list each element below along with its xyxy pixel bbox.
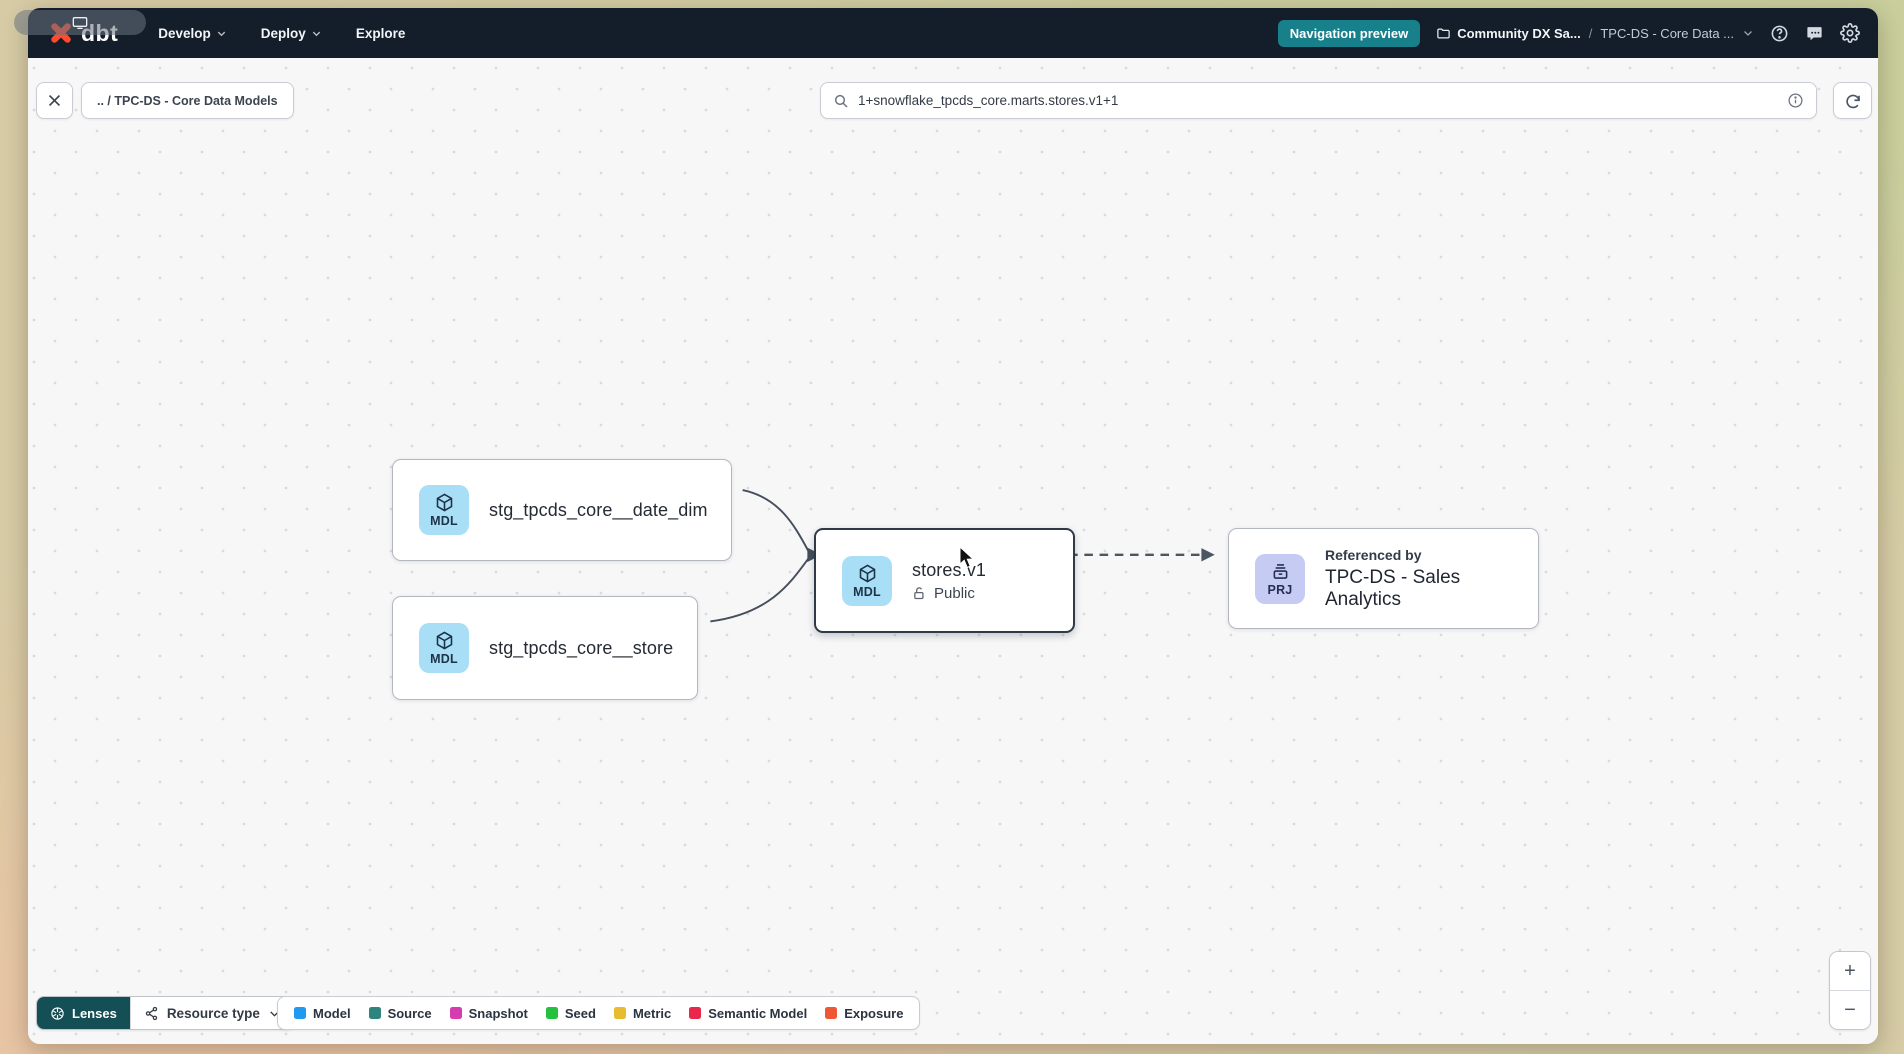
referenced-by-label: Referenced by <box>1325 546 1422 563</box>
feedback-icon[interactable] <box>1805 24 1824 43</box>
exposure-swatch <box>825 1007 838 1019</box>
cube-icon <box>436 493 452 512</box>
model-swatch <box>294 1007 306 1019</box>
breadcrumb-page[interactable]: TPC-DS - Core Data ... <box>1600 25 1734 41</box>
navigation-preview-badge[interactable]: Navigation preview <box>1277 19 1421 47</box>
refresh-lineage-button[interactable] <box>1833 82 1872 119</box>
model-badge: MDL <box>842 555 892 606</box>
footer-controls: Lenses Resource type <box>36 996 295 1030</box>
unlock-icon <box>912 586 927 601</box>
metric-swatch <box>613 1007 626 1019</box>
selector-input[interactable] <box>858 93 1778 108</box>
semantic-model-swatch <box>689 1007 702 1019</box>
lineage-path-chip[interactable]: .. / TPC-DS - Core Data Models <box>81 82 294 119</box>
node-title: stg_tpcds_core__date_dim <box>489 499 708 520</box>
refresh-icon <box>1845 94 1860 108</box>
node-title: TPC-DS - Sales Analytics <box>1325 566 1461 610</box>
breadcrumb-project[interactable]: Community DX Sa... <box>1436 26 1581 41</box>
nav-item-develop[interactable]: Develop <box>158 26 227 41</box>
legend-item-exposure: Exposure <box>825 1006 903 1021</box>
screen-share-indicator <box>14 10 146 35</box>
snapshot-swatch <box>449 1007 462 1019</box>
nav-menu: Develop Deploy Explore <box>158 26 405 41</box>
node-stg-tpcds-core-date-dim[interactable]: MDL stg_tpcds_core__date_dim <box>392 459 732 561</box>
resource-graph-icon <box>145 1006 157 1020</box>
model-badge: MDL <box>419 623 469 673</box>
node-stores-v1[interactable]: MDL stores.v1 Public <box>814 528 1075 633</box>
close-icon <box>48 94 61 107</box>
screen-icon <box>72 16 88 29</box>
help-icon[interactable] <box>1770 24 1789 43</box>
node-title: stg_tpcds_core__store <box>489 637 674 658</box>
legend-item-model: Model <box>294 1006 351 1021</box>
legend-item-seed: Seed <box>545 1006 596 1021</box>
archive-icon <box>1273 563 1287 579</box>
legend-item-source: Source <box>368 1006 432 1021</box>
nav-item-deploy[interactable]: Deploy <box>261 26 322 41</box>
access-level: Public <box>912 585 986 602</box>
lens-aperture-icon <box>51 1006 64 1020</box>
folder-icon <box>1437 28 1450 38</box>
zoom-in-button[interactable]: + <box>1830 952 1870 990</box>
zoom-controls: + − <box>1829 951 1871 1030</box>
legend-item-semantic-model: Semantic Model <box>689 1006 807 1021</box>
cube-icon <box>436 631 452 650</box>
top-navbar: dbt Develop Deploy Explore Navigation pr… <box>28 8 1878 58</box>
node-title: stores.v1 <box>912 559 986 580</box>
chevron-down-icon <box>1744 31 1752 36</box>
seed-swatch <box>545 1007 558 1019</box>
lenses-button[interactable]: Lenses <box>37 997 130 1029</box>
node-referenced-by-sales-analytics[interactable]: PRJ Referenced by TPC-DS - Sales Analyti… <box>1228 528 1539 629</box>
nav-item-explore[interactable]: Explore <box>355 25 406 41</box>
lineage-search-box[interactable] <box>820 82 1817 119</box>
cube-icon <box>859 564 875 582</box>
close-lineage-button[interactable] <box>36 82 73 119</box>
legend-item-snapshot: Snapshot <box>449 1006 528 1021</box>
search-icon <box>833 93 849 109</box>
node-stg-tpcds-core-store[interactable]: MDL stg_tpcds_core__store <box>392 596 698 700</box>
chevron-down-icon <box>217 31 225 36</box>
source-swatch <box>368 1007 381 1019</box>
app-window: dbt Develop Deploy Explore Navigation pr… <box>28 8 1878 1044</box>
project-badge: PRJ <box>1255 553 1305 604</box>
legend-item-metric: Metric <box>613 1006 671 1021</box>
chevron-down-icon <box>312 31 321 36</box>
zoom-out-button[interactable]: − <box>1830 991 1870 1029</box>
chevron-down-icon <box>270 1010 279 1017</box>
lineage-canvas[interactable]: .. / TPC-DS - Core Data Models MDL <box>28 58 1878 1044</box>
breadcrumb-separator: / <box>1588 25 1593 41</box>
navbar-right: Navigation preview Community DX Sa... / … <box>1277 19 1860 47</box>
settings-gear-icon[interactable] <box>1840 23 1860 43</box>
resource-type-legend: Model Source Snapshot Seed Metric Semant… <box>277 996 921 1030</box>
zoom-divider <box>1830 990 1870 991</box>
model-badge: MDL <box>419 485 469 535</box>
breadcrumb[interactable]: Community DX Sa... / TPC-DS - Core Data … <box>1436 26 1754 41</box>
info-icon[interactable] <box>1787 92 1804 109</box>
resource-type-dropdown[interactable]: Resource type <box>129 997 294 1029</box>
